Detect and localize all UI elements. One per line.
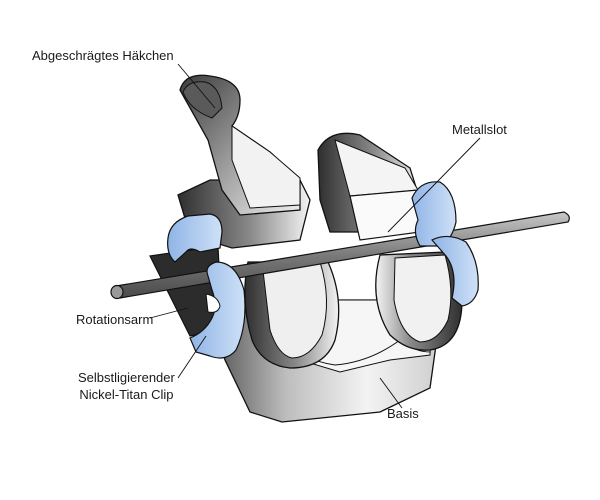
nickel-titanium-clip-lower-right [431,235,479,307]
beveled-hook-tip [182,81,223,119]
metal-slot [349,189,421,241]
leader-rotation-arm [149,307,189,319]
nickel-titanium-clip-upper-right [411,181,457,247]
label-metal-slot: Metallslot [452,122,507,137]
lower-left-wing-face [261,261,328,359]
label-clip-line-1: Selbstligierender [78,370,175,385]
nickel-titanium-clip-left-rear [167,213,223,263]
label-beveled-hook: Abgeschrägtes Häkchen [32,48,174,63]
leader-metal-slot [387,137,481,233]
archwire-end [110,284,124,300]
leader-lines [149,63,481,409]
label-rotation-arm: Rotationsarm [76,312,154,327]
lower-right-wing-face [393,254,452,343]
label-clip-line-2: Nickel-Titan Clip [79,387,174,402]
label-base: Basis [387,406,419,421]
leader-hook [177,63,216,109]
label-self-ligating-clip: Selbstligierender Nickel-Titan Clip [78,369,175,403]
leader-base [379,377,403,409]
clip-front-left-notch [205,293,221,313]
hook-face-highlight [231,125,301,209]
leader-clip [177,335,207,379]
